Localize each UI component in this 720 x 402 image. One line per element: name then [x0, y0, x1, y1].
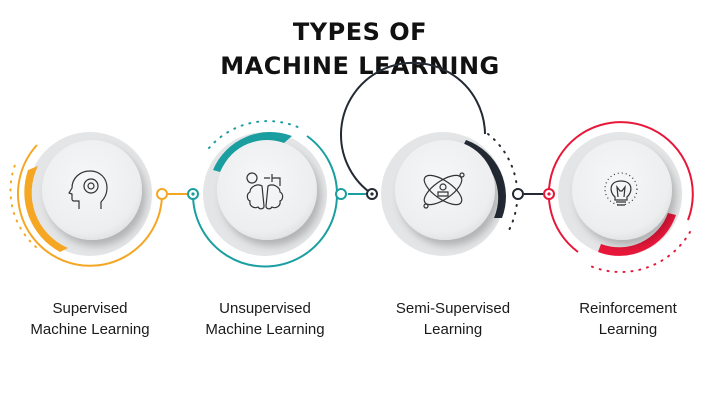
step-reinforcement: [543, 121, 694, 273]
label-line-1: Unsupervised: [219, 300, 311, 317]
head-gear-icon: [68, 170, 108, 209]
step-unsupervised: [187, 120, 347, 268]
atom-person-icon: [423, 172, 465, 209]
label-line-2: Learning: [598, 321, 658, 338]
label-line-1: Semi-Supervised: [395, 300, 511, 317]
step-semi-supervised: [340, 61, 524, 256]
lightbulb-icon: [604, 172, 638, 206]
label-line-1: Reinforcement: [579, 300, 677, 317]
label-semi-supervised: Semi-Supervised Learning: [368, 298, 538, 340]
title-line-1: TYPES OF: [292, 18, 428, 46]
label-supervised: Supervised Machine Learning: [5, 298, 175, 340]
brain-plug-icon: [246, 172, 284, 210]
label-line-2: Machine Learning: [30, 321, 150, 338]
label-line-1: Supervised: [52, 300, 128, 317]
label-unsupervised: Unsupervised Machine Learning: [180, 298, 350, 340]
label-line-2: Machine Learning: [205, 321, 325, 338]
label-reinforcement: Reinforcement Learning: [543, 298, 713, 340]
step-supervised: [9, 132, 168, 267]
label-line-2: Learning: [423, 321, 483, 338]
